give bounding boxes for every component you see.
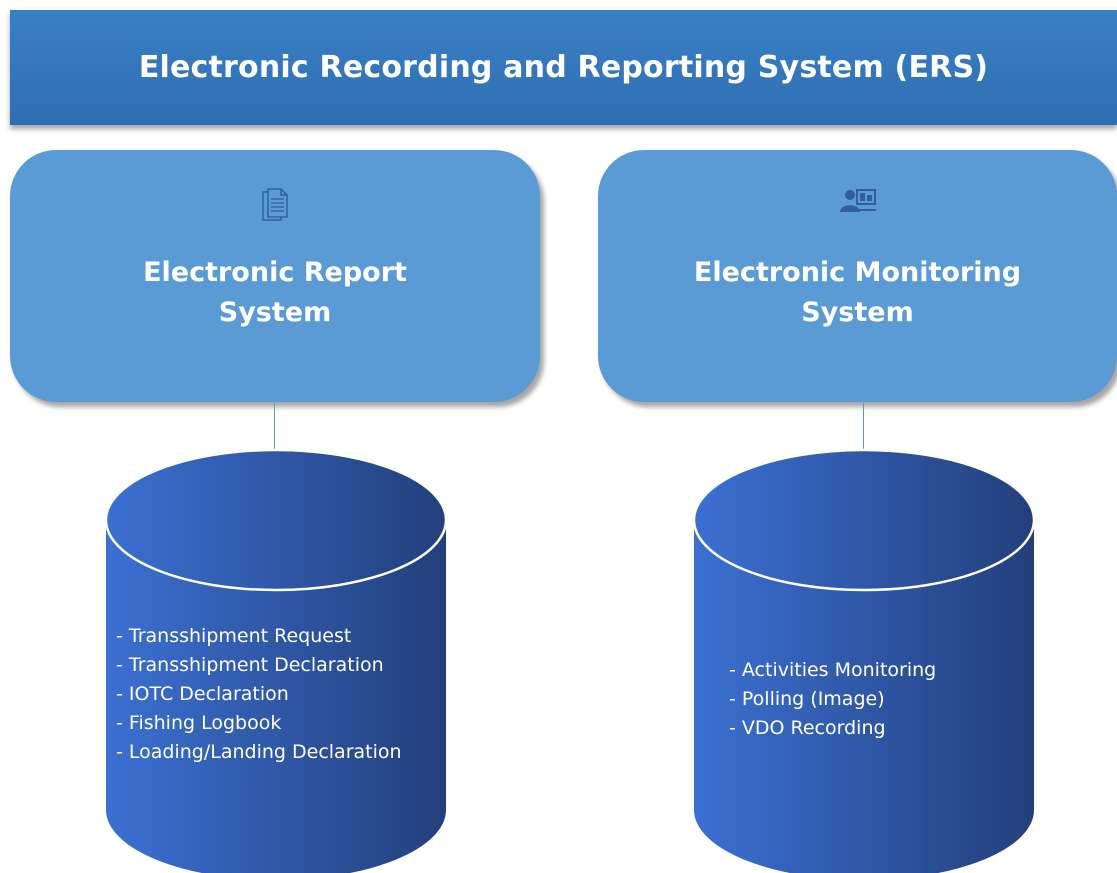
document-icon (262, 188, 288, 226)
card-title-line-1: Electronic Report (143, 257, 407, 288)
list-item: - VDO Recording (729, 717, 886, 739)
electronic-monitoring-system-card: Electronic Monitoring System (598, 150, 1117, 402)
card-title: Electronic Report System (10, 253, 540, 333)
card-title: Electronic Monitoring System (598, 253, 1117, 333)
card-title-line-1: Electronic Monitoring (693, 257, 1022, 288)
report-items-list: - Transshipment Request - Transshipment … (116, 622, 402, 767)
list-item: - Activities Monitoring (729, 659, 937, 681)
card-title-line-2: System (801, 297, 914, 328)
list-item: - Fishing Logbook (116, 712, 282, 734)
connector-line-left (274, 402, 275, 452)
connector-line-right (863, 402, 864, 452)
list-item: - Transshipment Declaration (116, 654, 384, 676)
list-item: - IOTC Declaration (116, 683, 289, 705)
list-item: - Polling (Image) (729, 688, 885, 710)
electronic-report-system-card: Electronic Report System (10, 150, 540, 402)
monitoring-user-icon (839, 188, 877, 218)
list-item: - Loading/Landing Declaration (116, 741, 402, 763)
monitoring-items-list: - Activities Monitoring - Polling (Image… (729, 656, 936, 743)
card-title-line-2: System (218, 297, 332, 328)
diagram-title: Electronic Recording and Reporting Syste… (138, 50, 989, 85)
list-item: - Transshipment Request (116, 625, 352, 647)
header-banner: Electronic Recording and Reporting Syste… (10, 10, 1117, 125)
